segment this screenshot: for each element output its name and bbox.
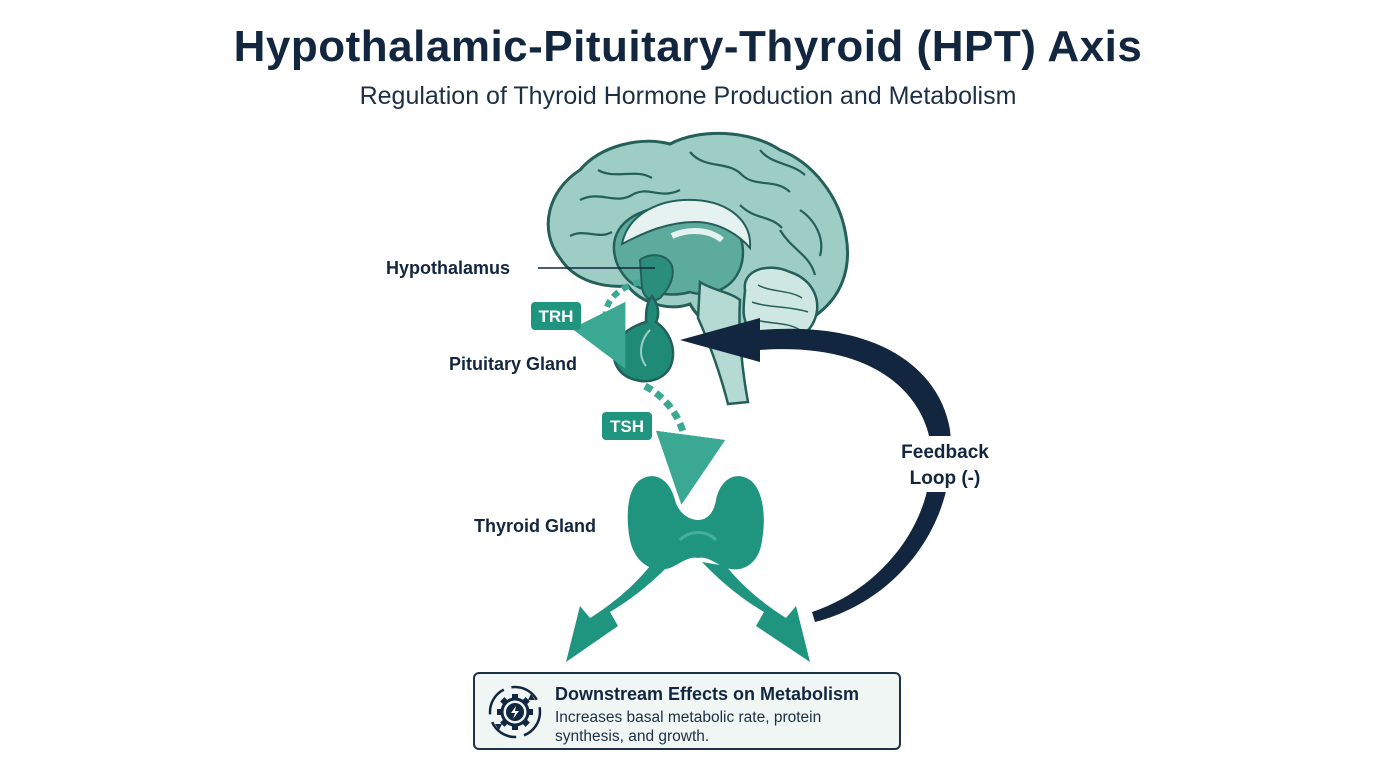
pituitary-label: Pituitary Gland [449,354,577,374]
trh-arrow [571,279,641,369]
page-title: Hypothalamic-Pituitary-Thyroid (HPT) Axi… [233,22,1143,71]
feedback-label-line1: Feedback [901,442,989,463]
effects-description: Increases basal metabolic rate, protein … [555,709,822,745]
t4-text: T4 [737,606,757,625]
tsh-tag: TSH [602,412,652,440]
feedback-label-bg [888,436,1002,492]
feedback-label-line2: Loop (-) [910,468,981,489]
tsh-arrow [643,382,726,505]
t3-arrow [566,562,672,662]
trh-tag: TRH [531,302,581,330]
page-subtitle: Regulation of Thyroid Hormone Production… [359,82,1017,110]
effects-title: Downstream Effects on Metabolism [555,684,860,704]
metabolism-gear-icon [487,684,543,740]
thyroid-label: Thyroid Gland [474,516,596,536]
corpus-callosum [620,198,752,251]
trh-text: TRH [539,307,574,326]
t4-arrow [702,562,810,662]
t3-text: T3 [618,606,638,625]
hypothalamus-region [638,254,674,302]
tsh-text: TSH [610,417,644,436]
hypothalamus-label: Hypothalamus [386,258,510,278]
downstream-effects-box: Downstream Effects on Metabolism Increas… [473,672,901,750]
brain-illustration [546,131,850,406]
brain-folds [569,149,823,276]
thyroid-gland [627,476,764,570]
